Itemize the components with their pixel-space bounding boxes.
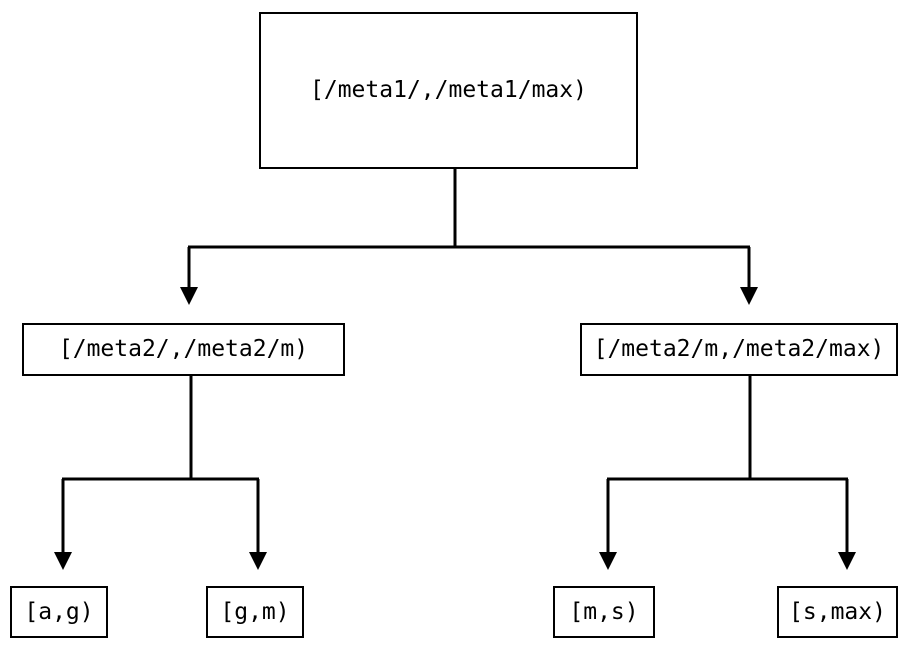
tree-node-root[interactable]: [/meta1/,/meta1/max) [259, 12, 638, 169]
edge-left-child-to-leaves [54, 376, 267, 570]
tree-node-leaf-m-s[interactable]: [m,s) [553, 586, 655, 638]
arrowhead-right-child-to-leaf-s-max [838, 552, 856, 570]
tree-node-left-child[interactable]: [/meta2/,/meta2/m) [22, 323, 345, 376]
tree-node-right-child[interactable]: [/meta2/m,/meta2/max) [580, 323, 898, 376]
arrowhead-root-to-right-child [740, 287, 758, 305]
tree-node-left-child-label: [/meta2/,/meta2/m) [58, 336, 309, 362]
tree-node-leaf-g-m[interactable]: [g,m) [206, 586, 304, 638]
arrowhead-root-to-left-child [180, 287, 198, 305]
edge-right-child-to-leaves [599, 376, 856, 570]
tree-node-leaf-a-g[interactable]: [a,g) [10, 586, 108, 638]
tree-node-leaf-s-max[interactable]: [s,max) [777, 586, 898, 638]
arrowhead-right-child-to-leaf-m-s [599, 552, 617, 570]
arrowhead-left-child-to-leaf-g-m [249, 552, 267, 570]
tree-node-leaf-g-m-label: [g,m) [220, 598, 290, 625]
arrowhead-left-child-to-leaf-a-g [54, 552, 72, 570]
tree-node-root-label: [/meta1/,/meta1/max) [310, 77, 587, 103]
tree-node-leaf-s-max-label: [s,max) [789, 598, 886, 625]
edge-root-to-children [180, 169, 758, 305]
tree-node-right-child-label: [/meta2/m,/meta2/max) [593, 336, 885, 362]
tree-node-leaf-m-s-label: [m,s) [569, 598, 639, 625]
tree-node-leaf-a-g-label: [a,g) [24, 598, 94, 625]
